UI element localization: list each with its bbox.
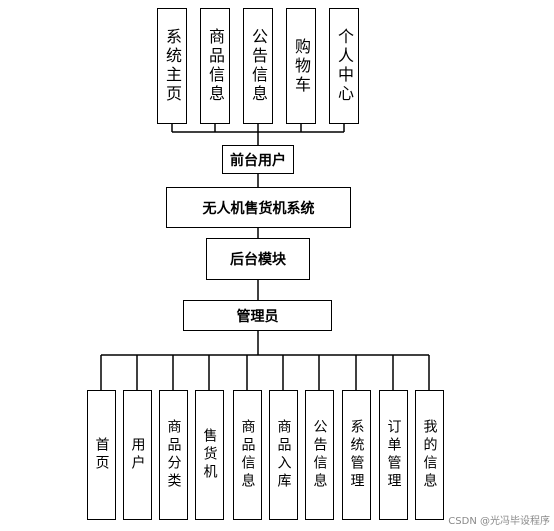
backend-box: 后台模块 (206, 238, 310, 280)
module-label: 系统管理 (348, 419, 365, 491)
module-label: 订单管理 (385, 419, 402, 491)
module-vending-machine: 售货机 (195, 390, 224, 520)
module-label: 公告信息 (311, 419, 328, 491)
backend-label: 后台模块 (230, 252, 286, 268)
module-label: 首页 (93, 437, 110, 473)
module-label: 商品入库 (275, 419, 292, 491)
module-product-stock-in: 商品入库 (269, 390, 298, 520)
system-label: 无人机售货机系统 (202, 200, 315, 217)
module-product-info-admin: 商品信息 (233, 390, 262, 520)
front-user-box: 前台用户 (222, 145, 294, 174)
module-my-info: 我的信息 (415, 390, 444, 520)
module-label: 系统主页 (163, 28, 182, 104)
module-label: 商品信息 (206, 28, 225, 104)
front-user-label: 前台用户 (230, 152, 286, 169)
module-users: 用户 (123, 390, 152, 520)
system-box: 无人机售货机系统 (166, 187, 351, 228)
module-label: 用户 (129, 437, 146, 473)
module-announcements: 公告信息 (243, 8, 273, 124)
module-system-management: 系统管理 (342, 390, 371, 520)
module-order-management: 订单管理 (379, 390, 408, 520)
admin-box: 管理员 (183, 300, 332, 331)
module-label: 购物车 (292, 37, 311, 95)
module-product-category: 商品分类 (159, 390, 188, 520)
watermark: CSDN @光冯毕设程序 (448, 516, 550, 527)
module-label: 我的信息 (421, 419, 438, 491)
module-announcements-admin: 公告信息 (305, 390, 334, 520)
module-label: 售货机 (201, 428, 218, 482)
module-cart: 购物车 (286, 8, 316, 124)
module-home: 首页 (87, 390, 116, 520)
admin-label: 管理员 (236, 308, 279, 325)
module-system-home: 系统主页 (157, 8, 187, 124)
module-personal-center: 个人中心 (329, 8, 359, 124)
module-label: 个人中心 (335, 28, 354, 104)
module-label: 公告信息 (249, 28, 268, 104)
module-label: 商品分类 (165, 419, 182, 491)
module-product-info: 商品信息 (200, 8, 230, 124)
module-label: 商品信息 (239, 419, 256, 491)
